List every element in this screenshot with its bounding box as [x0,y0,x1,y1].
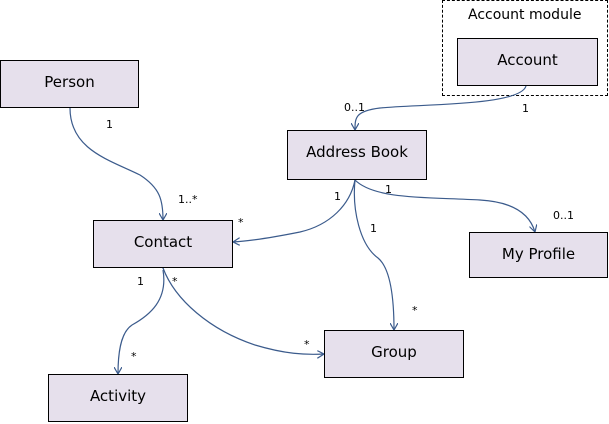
multiplicity-contact-activity-target: * [131,350,137,363]
my-profile-node: My Profile [469,232,608,278]
multiplicity-person-end: 1 [106,118,113,131]
group-label: Group [371,343,417,361]
account-label: Account [497,51,558,69]
multiplicity-contact-group-source: * [172,275,178,288]
multiplicity-account-end: 1 [522,102,529,115]
edge-addressbook-myprofile [354,179,535,232]
multiplicity-person-contact-end: 1..* [178,193,198,206]
my-profile-label: My Profile [501,245,576,263]
multiplicity-addressbook-account-end: 0..1 [344,101,365,114]
multiplicity-addressbook-group-target: * [412,304,418,317]
multiplicity-addressbook-myprofile-target: 0..1 [553,209,574,222]
edge-contact-group [163,268,324,354]
multiplicity-addressbook-group-source: 1 [370,222,377,235]
address-book-label: Address Book [306,143,408,161]
edge-addressbook-contact [233,179,356,242]
multiplicity-contact-activity-source: 1 [137,275,144,288]
person-label: Person [44,73,95,91]
multiplicity-contact-group-target: * [304,338,310,351]
edge-account-addressbook [355,85,527,130]
multiplicity-addressbook-contact-target: * [238,216,244,229]
edge-addressbook-group [353,179,394,330]
activity-node: Activity [48,374,188,422]
person-node: Person [0,60,139,108]
contact-label: Contact [133,233,193,251]
multiplicity-addressbook-myprofile-source: 1 [385,183,392,196]
account-module-title: Account module [468,7,582,23]
edge-person-contact [69,107,163,220]
activity-label: Activity [89,387,147,405]
multiplicity-addressbook-contact-source: 1 [334,190,341,203]
account-node: Account [457,38,598,86]
address-book-node: Address Book [287,130,427,180]
contact-node: Contact [93,220,233,268]
group-node: Group [324,330,464,378]
